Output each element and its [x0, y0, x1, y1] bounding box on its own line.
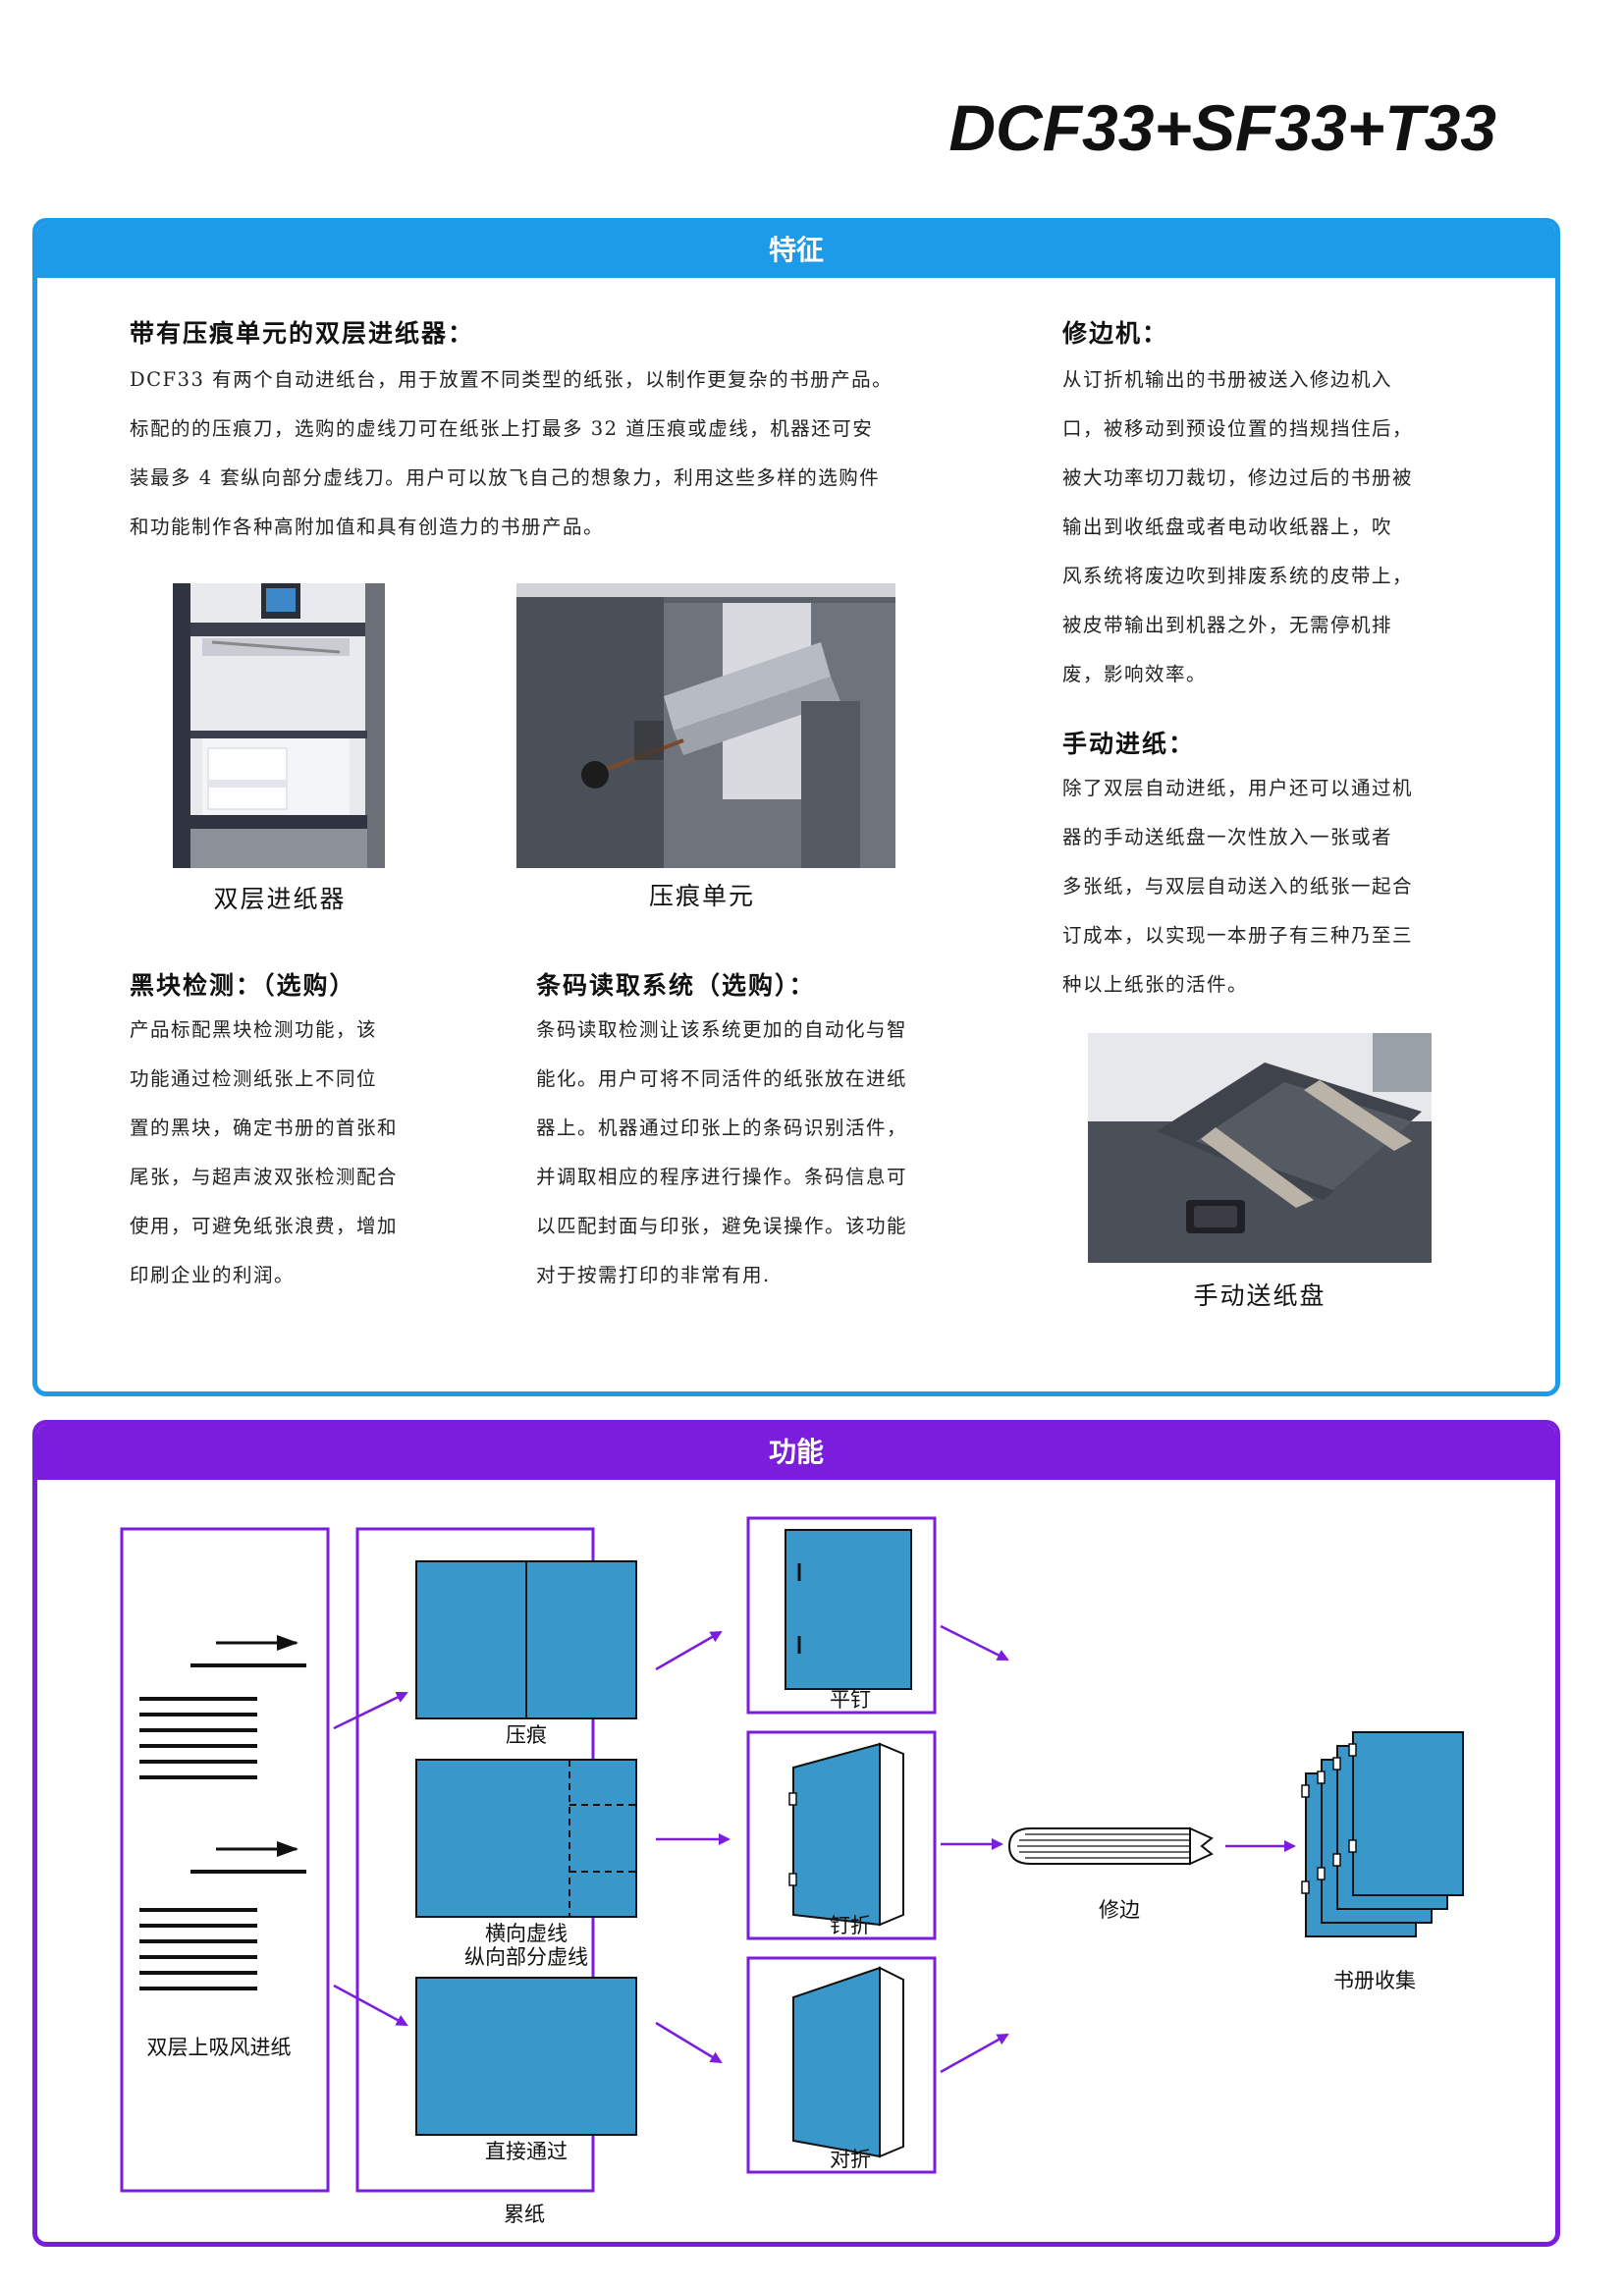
- manual-feed-line: 多张纸，与双层自动送入的纸张一起合: [1062, 875, 1414, 898]
- barcode-line: 并调取相应的程序进行操作。条码信息可: [536, 1166, 908, 1188]
- flat-stitch-box: [746, 1516, 937, 1715]
- trimmer-line: 风系统将废边吹到排废系统的皮带上，: [1062, 565, 1414, 587]
- trimmer-line: 废，影响效率。: [1062, 663, 1208, 685]
- features-header: 特征: [37, 223, 1555, 278]
- trim-book-edge: [1007, 1826, 1214, 1866]
- perf-label-2: 纵向部分虚线: [464, 1946, 588, 1969]
- black-mark-line: 尾张，与超声波双张检测配合: [130, 1166, 399, 1188]
- feeder-line: 和功能制作各种高附加值和具有创造力的书册产品。: [130, 516, 605, 538]
- collect-label: 书册收集: [1333, 1970, 1416, 1992]
- trimmer-line: 从订折机输出的书册被送入修边机入: [1062, 368, 1393, 391]
- feeder-text: DCF33 有两个自动进纸台，用于放置不同类型的纸张，以制作更复杂的书册产品。 …: [130, 355, 974, 552]
- collate-label: 累纸: [504, 2204, 545, 2226]
- manual-feed-line: 种以上纸张的活件。: [1062, 973, 1249, 996]
- saddle-stitch-label: 钉折: [830, 1915, 871, 1937]
- barcode-line: 以匹配封面与印张，避免误操作。该功能: [536, 1215, 908, 1237]
- crease-unit-caption: 压痕单元: [648, 882, 755, 910]
- barcode-line: 对于按需打印的非常有用.: [536, 1264, 771, 1286]
- pass-label: 直接通过: [485, 2141, 568, 2163]
- trimmer-line: 被皮带输出到机器之外，无需停机排: [1062, 614, 1393, 636]
- fold-box: [746, 1956, 937, 2174]
- crease-label: 压痕: [506, 1724, 547, 1747]
- feed-label: 双层上吸风进纸: [147, 2037, 292, 2059]
- pass-through-sheet: [415, 1977, 637, 2136]
- trimmer-text: 从订折机输出的书册被送入修边机入 口，被移动到预设位置的挡规挡住后， 被大功率切…: [1062, 355, 1475, 699]
- double-feeder-photo: [173, 583, 385, 868]
- flat-stitch-label: 平钉: [830, 1689, 871, 1712]
- black-mark-text: 产品标配黑块检测功能，该 功能通过检测纸张上不同位 置的黑块，确定书册的首张和 …: [130, 1006, 444, 1300]
- feeder-line: DCF33 有两个自动进纸台，用于放置不同类型的纸张，以制作更复杂的书册产品。: [130, 368, 893, 391]
- black-mark-line: 使用，可避免纸张浪费，增加: [130, 1215, 399, 1237]
- black-mark-line: 功能通过检测纸张上不同位: [130, 1067, 378, 1090]
- trim-label: 修边: [1099, 1899, 1140, 1922]
- crease-unit-photo: [516, 583, 895, 868]
- trimmer-heading: 修边机：: [1062, 319, 1169, 348]
- manual-feed-line: 器的手动送纸盘一次性放入一张或者: [1062, 826, 1393, 848]
- barcode-line: 能化。用户可将不同活件的纸张放在进纸: [536, 1067, 908, 1090]
- paper-stack-lower: [139, 1908, 257, 1990]
- manual-feed-line: 除了双层自动进纸，用户还可以通过机: [1062, 777, 1414, 799]
- manual-feed-line: 订成本，以实现一本册子有三种乃至三: [1062, 924, 1414, 947]
- perf-label-1: 横向虚线: [485, 1923, 568, 1945]
- black-mark-heading: 黑块检测：（选购）: [130, 971, 356, 1000]
- trimmer-line: 被大功率切刀裁切，修边过后的书册被: [1062, 466, 1414, 489]
- black-mark-line: 产品标配黑块检测功能，该: [130, 1018, 378, 1041]
- black-mark-line: 印刷企业的利润。: [130, 1264, 296, 1286]
- feeder-line: 标配的的压痕刀，选购的虚线刀可在纸张上打最多 32 道压痕或虚线，机器还可安: [130, 417, 874, 440]
- saddle-stitch-box: [746, 1730, 937, 1940]
- barcode-line: 器上。机器通过印张上的条码识别活件，: [536, 1117, 908, 1139]
- booklet-collection-stack: [1301, 1731, 1464, 1937]
- manual-feed-text: 除了双层自动进纸，用户还可以通过机 器的手动送纸盘一次性放入一张或者 多张纸，与…: [1062, 764, 1475, 1009]
- black-mark-line: 置的黑块，确定书册的首张和: [130, 1117, 399, 1139]
- double-feeder-caption: 双层进纸器: [213, 885, 347, 913]
- fold-label: 对折: [830, 2149, 871, 2171]
- barcode-text: 条码读取检测让该系统更加的自动化与智 能化。用户可将不同活件的纸张放在进纸 器上…: [536, 1006, 948, 1300]
- functions-section: 功能: [32, 1420, 1560, 2247]
- functions-header: 功能: [37, 1425, 1555, 1480]
- trimmer-line: 口，被移动到预设位置的挡规挡住后，: [1062, 417, 1414, 440]
- feeder-line: 装最多 4 套纵向部分虚线刀。用户可以放飞自己的想象力，利用这些多样的选购件: [130, 466, 881, 489]
- trimmer-line: 输出到收纸盘或者电动收纸器上，吹: [1062, 516, 1393, 538]
- perforation-sheet: [415, 1759, 637, 1918]
- barcode-line: 条码读取检测让该系统更加的自动化与智: [536, 1018, 908, 1041]
- feeder-heading: 带有压痕单元的双层进纸器：: [130, 319, 475, 348]
- features-section: 特征: [32, 218, 1560, 1396]
- page-title: DCF33+SF33+T33: [948, 91, 1496, 164]
- paper-stack-upper: [139, 1697, 257, 1779]
- manual-feed-heading: 手动进纸：: [1062, 730, 1196, 758]
- barcode-heading: 条码读取系统（选购）：: [536, 971, 816, 1000]
- feeder-box: [120, 1527, 330, 2193]
- manual-tray-caption: 手动送纸盘: [1193, 1281, 1326, 1310]
- manual-tray-photo: [1088, 1033, 1432, 1263]
